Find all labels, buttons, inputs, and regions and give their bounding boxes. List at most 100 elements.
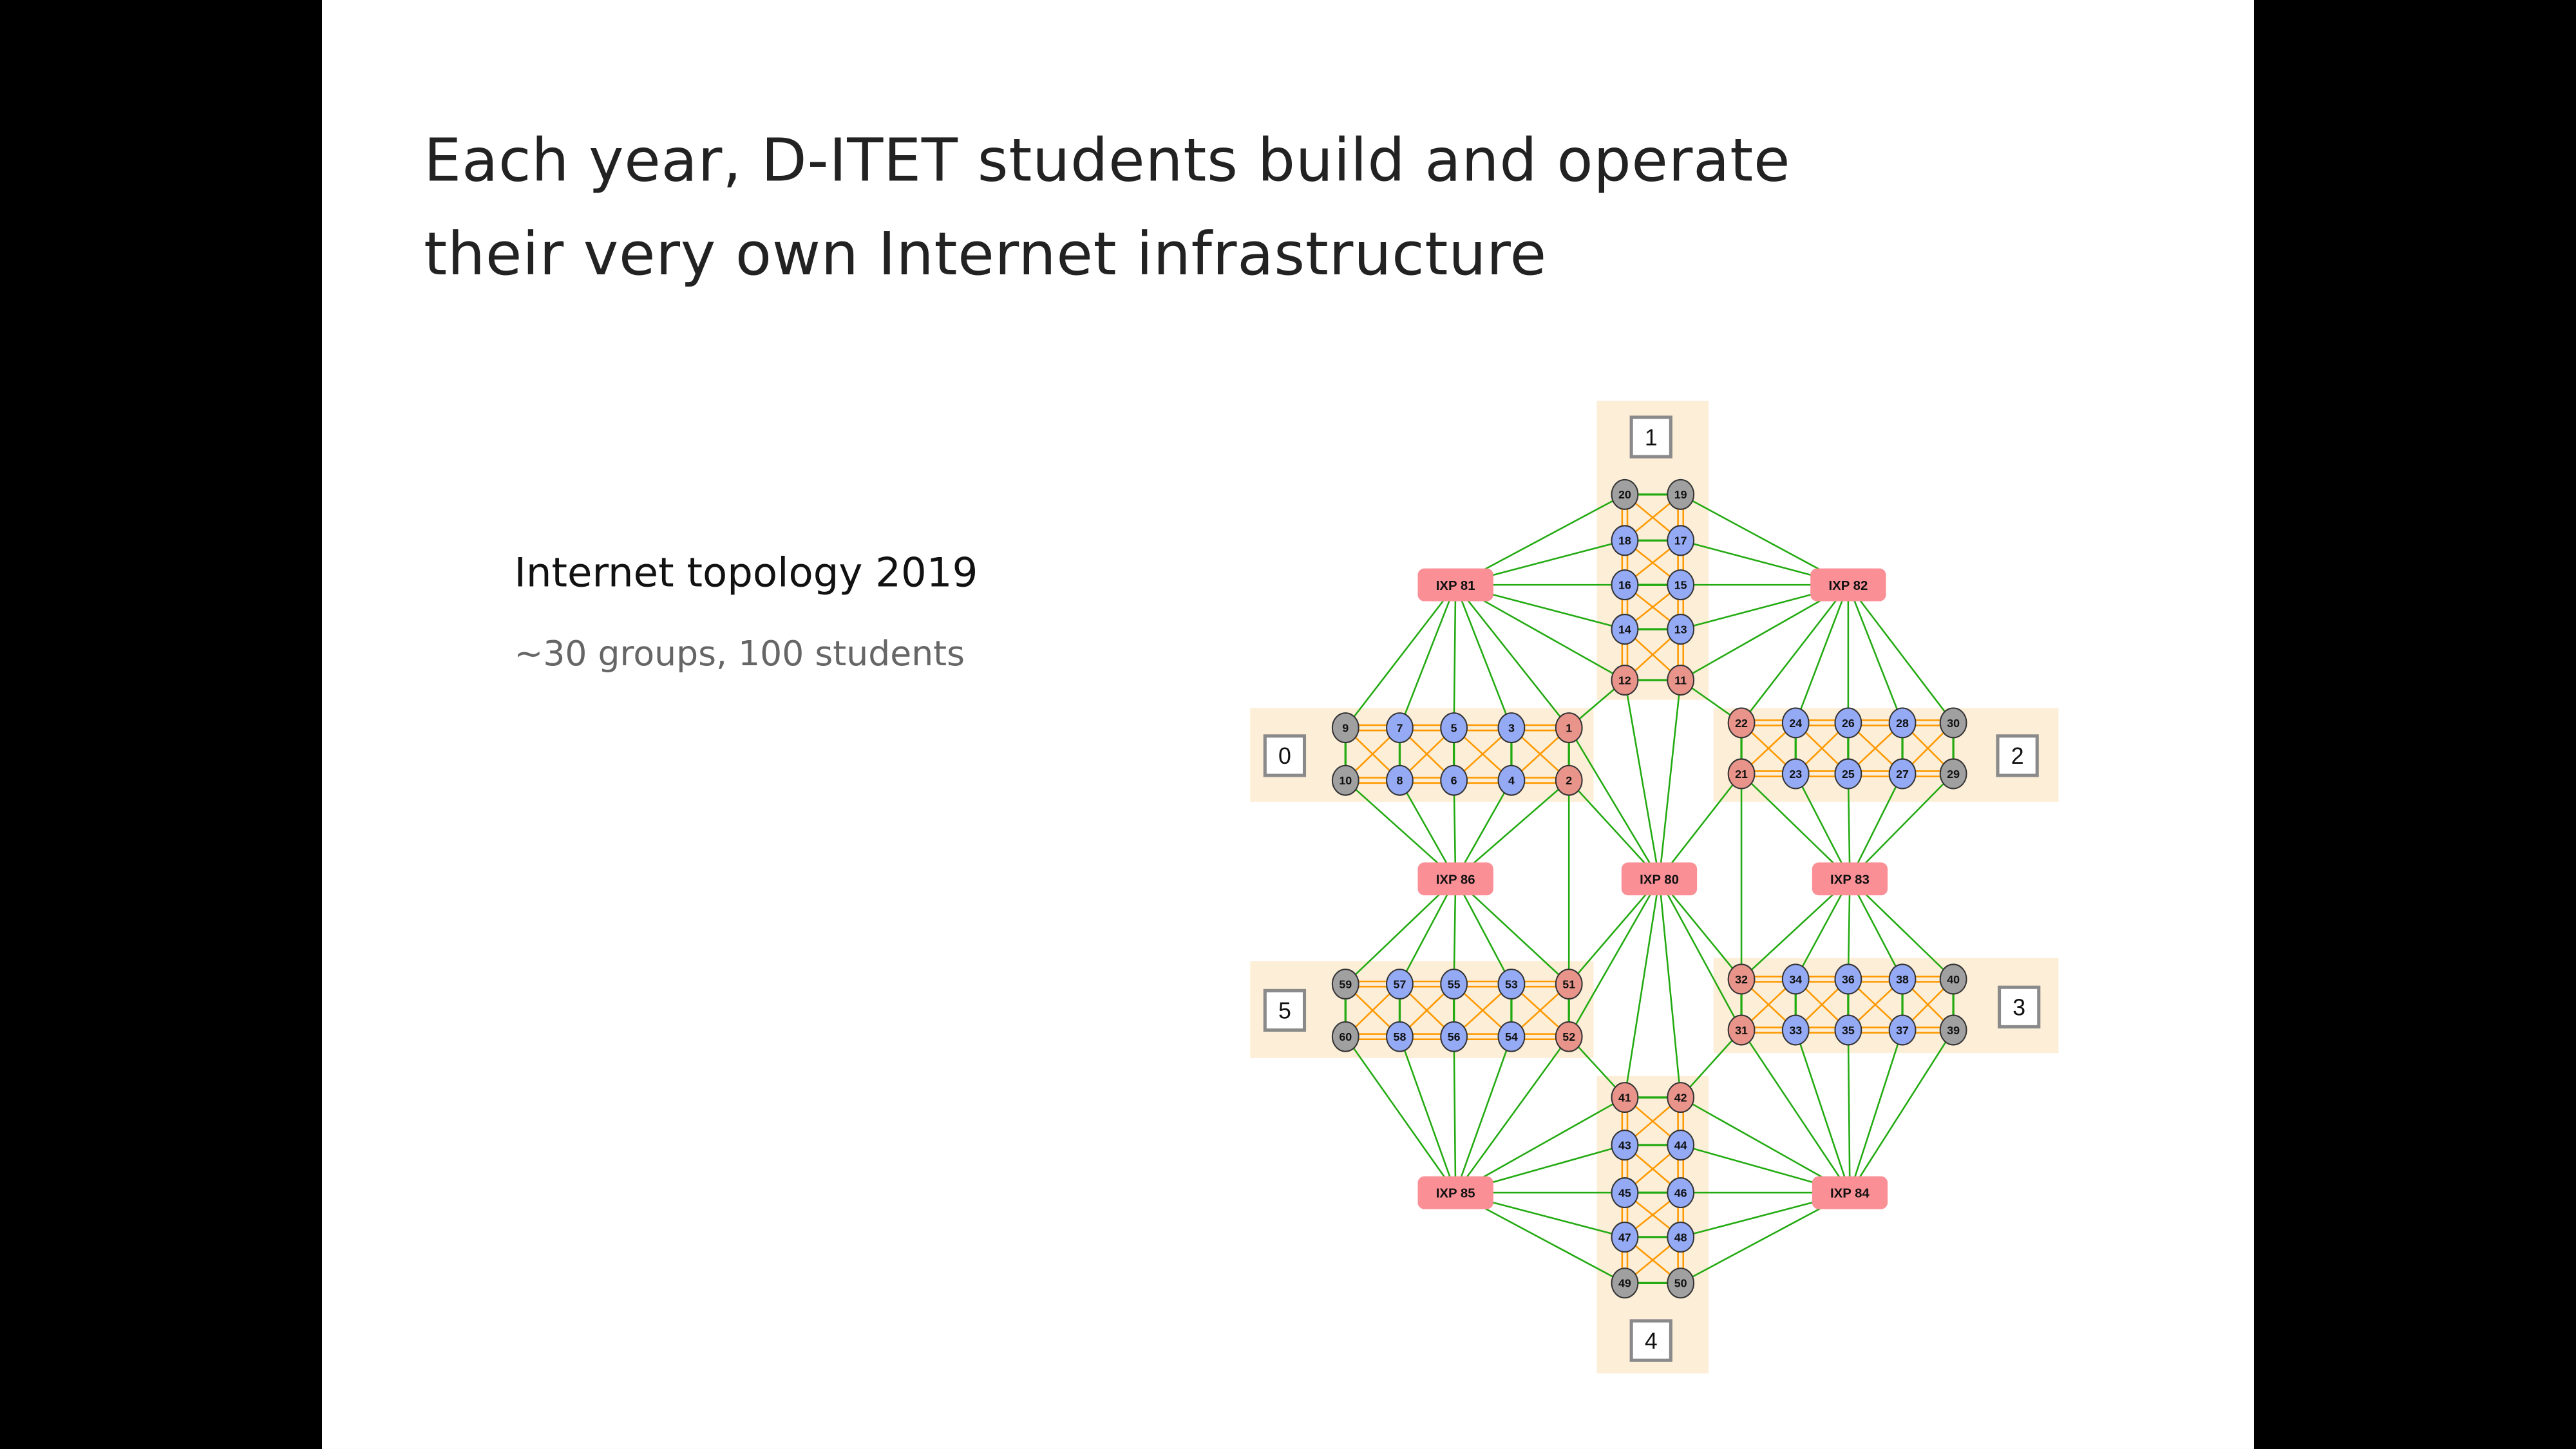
- ixp-link: [1454, 1036, 1513, 1193]
- router-label: 33: [1789, 1024, 1802, 1037]
- router-node-16: 16: [1611, 569, 1639, 601]
- router-circle: [1834, 1014, 1862, 1046]
- router-node-54: 54: [1497, 1021, 1526, 1052]
- router-node-26: 26: [1834, 707, 1862, 739]
- router-label: 29: [1947, 768, 1960, 781]
- router-label: 34: [1789, 973, 1802, 986]
- router-node-11: 11: [1667, 665, 1695, 696]
- router-circle: [1611, 1130, 1639, 1161]
- router-node-2: 2: [1555, 764, 1583, 796]
- ixp-link: [1849, 773, 1955, 880]
- router-node-28: 28: [1888, 707, 1917, 739]
- router-circle: [1440, 764, 1468, 796]
- router-circle: [1834, 707, 1862, 739]
- router-node-20: 20: [1611, 478, 1639, 510]
- router-circle: [1781, 758, 1810, 790]
- router-node-43: 43: [1611, 1130, 1639, 1161]
- cluster-label-box-4: 4: [1629, 1319, 1672, 1362]
- router-label: 1: [1566, 721, 1572, 734]
- ixp-link: [1795, 584, 1850, 723]
- label-box: [1263, 989, 1307, 1032]
- router-node-37: 37: [1888, 1014, 1917, 1046]
- ixp-link: [1849, 878, 1955, 980]
- router-node-17: 17: [1667, 525, 1695, 556]
- router-circle: [1781, 707, 1810, 739]
- ixp-label: IXP 85: [1436, 1187, 1475, 1201]
- ixp-link: [1455, 878, 1570, 985]
- router-label: 58: [1394, 1030, 1406, 1043]
- cluster-label-box-3: 3: [1998, 985, 2041, 1028]
- router-label: 50: [1674, 1277, 1687, 1290]
- ixp-link: [1740, 1029, 1851, 1193]
- router-label: 42: [1674, 1091, 1687, 1104]
- ixp-link: [1849, 1030, 1904, 1193]
- router-node-10: 10: [1331, 764, 1359, 796]
- ixp-link: [1658, 878, 1681, 1098]
- router-label: 51: [1562, 978, 1575, 990]
- router-node-4: 4: [1497, 764, 1526, 796]
- router-label: 27: [1896, 768, 1909, 781]
- router-circle: [1667, 665, 1695, 696]
- router-node-18: 18: [1611, 525, 1639, 556]
- cluster-label: 5: [1278, 998, 1291, 1024]
- router-node-50: 50: [1667, 1267, 1695, 1299]
- router-label: 26: [1842, 717, 1855, 730]
- router-label: 43: [1618, 1139, 1631, 1151]
- ixp-label: IXP 84: [1830, 1187, 1870, 1201]
- cluster-label: 0: [1278, 743, 1291, 769]
- router-node-48: 48: [1667, 1221, 1695, 1253]
- router-node-1: 1: [1555, 712, 1583, 744]
- router-label: 16: [1618, 579, 1631, 592]
- router-circle: [1667, 569, 1695, 601]
- router-node-44: 44: [1667, 1130, 1695, 1161]
- router-label: 31: [1735, 1024, 1748, 1037]
- router-node-58: 58: [1386, 1021, 1414, 1052]
- router-circle: [1555, 1021, 1583, 1052]
- router-node-42: 42: [1667, 1082, 1695, 1113]
- label-box: [1629, 1319, 1672, 1362]
- router-node-51: 51: [1555, 969, 1583, 1000]
- title-line-1: Each year, D-ITET students build and ope…: [424, 128, 1791, 196]
- router-label: 9: [1342, 721, 1349, 734]
- router-node-12: 12: [1611, 665, 1639, 696]
- router-node-13: 13: [1667, 614, 1695, 645]
- router-node-7: 7: [1386, 712, 1414, 744]
- router-label: 24: [1789, 717, 1802, 730]
- ixp-label: IXP 80: [1640, 873, 1679, 887]
- ixp-link: [1847, 584, 1904, 723]
- ixp-link: [1624, 878, 1660, 1098]
- router-node-30: 30: [1939, 707, 1967, 739]
- router-circle: [1331, 969, 1359, 1000]
- router-label: 15: [1674, 579, 1687, 592]
- router-circle: [1555, 712, 1583, 744]
- router-circle: [1497, 969, 1526, 1000]
- router-circle: [1555, 969, 1583, 1000]
- router-label: 49: [1618, 1277, 1631, 1290]
- router-circle: [1611, 1082, 1639, 1113]
- ixp-link: [1795, 773, 1851, 880]
- router-label: 39: [1947, 1024, 1960, 1037]
- cluster-background-5: [1250, 961, 1594, 1058]
- router-node-24: 24: [1781, 707, 1810, 739]
- router-circle: [1440, 712, 1468, 744]
- router-label: 48: [1674, 1231, 1687, 1244]
- router-label: 22: [1735, 717, 1748, 730]
- ixp-box: [1417, 862, 1493, 896]
- peering-link: [1680, 1029, 1743, 1098]
- router-node-19: 19: [1667, 478, 1695, 510]
- ixp-link: [1847, 584, 1955, 724]
- router-node-38: 38: [1888, 963, 1917, 995]
- router-circle: [1667, 1082, 1695, 1113]
- router-circle: [1727, 963, 1756, 995]
- router-node-49: 49: [1611, 1267, 1639, 1299]
- label-box: [1998, 985, 2041, 1028]
- router-label: 52: [1562, 1030, 1575, 1043]
- router-circle: [1939, 1014, 1967, 1046]
- ixp-link: [1658, 773, 1743, 880]
- label-box: [1629, 415, 1672, 459]
- router-circle: [1667, 525, 1695, 556]
- topology-caption: ~30 groups, 100 students: [514, 634, 965, 674]
- cluster-label-box-2: 2: [1996, 734, 2039, 777]
- router-label: 21: [1735, 768, 1748, 781]
- ixp-node-80: IXP 80: [1621, 862, 1698, 896]
